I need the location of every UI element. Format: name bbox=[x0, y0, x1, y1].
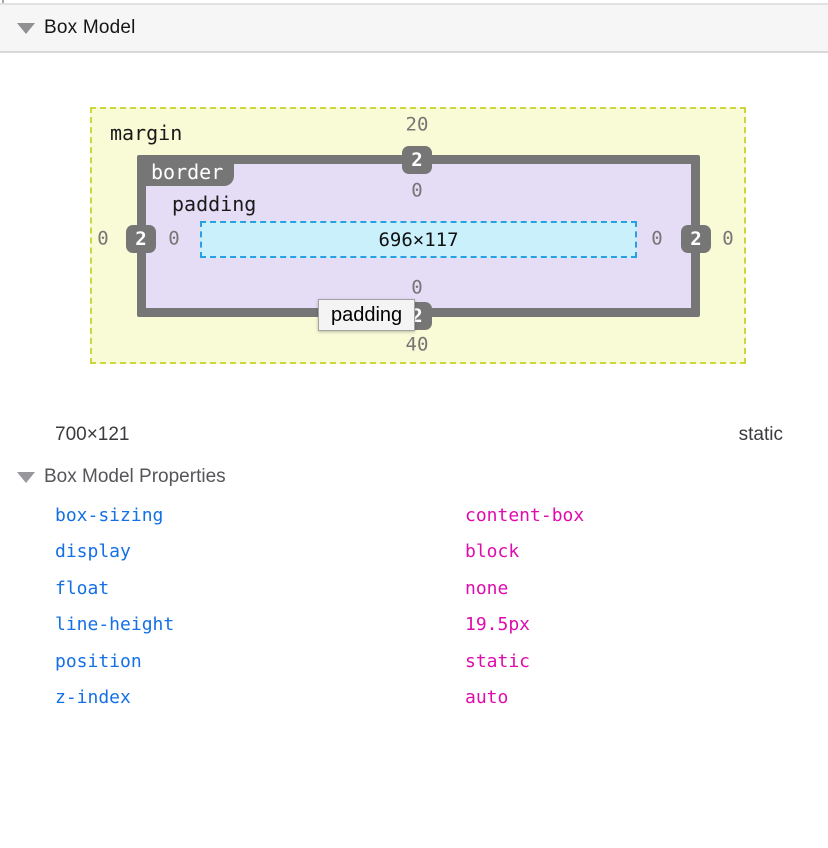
property-row: display block bbox=[0, 534, 828, 571]
content-region[interactable]: 696×117 bbox=[200, 221, 637, 258]
margin-bottom-value[interactable]: 40 bbox=[405, 333, 429, 356]
chevron-down-icon bbox=[17, 22, 35, 34]
margin-label: margin bbox=[110, 121, 183, 145]
border-top-value[interactable]: 2 bbox=[402, 146, 432, 174]
content-size-value[interactable]: 696×117 bbox=[378, 228, 459, 251]
property-name: line-height bbox=[55, 614, 175, 636]
chevron-down-icon bbox=[17, 471, 35, 483]
padding-tooltip: padding bbox=[318, 299, 416, 331]
property-name: z-index bbox=[55, 687, 131, 709]
border-left-value[interactable]: 2 bbox=[126, 225, 156, 253]
properties-list: box-sizing content-box display block flo… bbox=[0, 497, 828, 716]
padding-label: padding bbox=[172, 192, 257, 216]
element-position: static bbox=[738, 424, 783, 445]
property-value: static bbox=[465, 650, 531, 672]
property-value: none bbox=[465, 577, 509, 599]
padding-bottom-value[interactable]: 0 bbox=[411, 276, 423, 299]
margin-left-value[interactable]: 0 bbox=[97, 227, 109, 250]
property-name: display bbox=[55, 541, 131, 563]
padding-left-value[interactable]: 0 bbox=[168, 227, 180, 250]
element-dimensions: 700×121 bbox=[55, 424, 130, 445]
property-name: box-sizing bbox=[55, 504, 164, 526]
property-name: position bbox=[55, 650, 142, 672]
padding-top-value[interactable]: 0 bbox=[411, 179, 423, 202]
box-model-section-header[interactable]: Box Model bbox=[0, 3, 828, 53]
property-value: content-box bbox=[465, 504, 585, 526]
property-row: line-height 19.5px bbox=[0, 607, 828, 644]
margin-top-value[interactable]: 20 bbox=[405, 113, 429, 136]
property-row: z-index auto bbox=[0, 680, 828, 717]
property-row: float none bbox=[0, 570, 828, 607]
section-title: Box Model bbox=[44, 17, 136, 38]
property-row: position static bbox=[0, 643, 828, 680]
border-label: border bbox=[140, 158, 235, 186]
property-row: box-sizing content-box bbox=[0, 497, 828, 534]
padding-right-value[interactable]: 0 bbox=[651, 227, 663, 250]
properties-section-title: Box Model Properties bbox=[44, 466, 226, 487]
box-model-properties-header[interactable]: Box Model Properties bbox=[0, 463, 226, 491]
margin-right-value[interactable]: 0 bbox=[722, 227, 734, 250]
property-name: float bbox=[55, 577, 110, 599]
box-model-diagram: margin border padding 696×117 20 2 0 0 2… bbox=[0, 0, 828, 420]
property-value: 19.5px bbox=[465, 614, 531, 636]
border-right-value[interactable]: 2 bbox=[681, 225, 711, 253]
property-value: auto bbox=[465, 687, 509, 709]
property-value: block bbox=[465, 541, 520, 563]
